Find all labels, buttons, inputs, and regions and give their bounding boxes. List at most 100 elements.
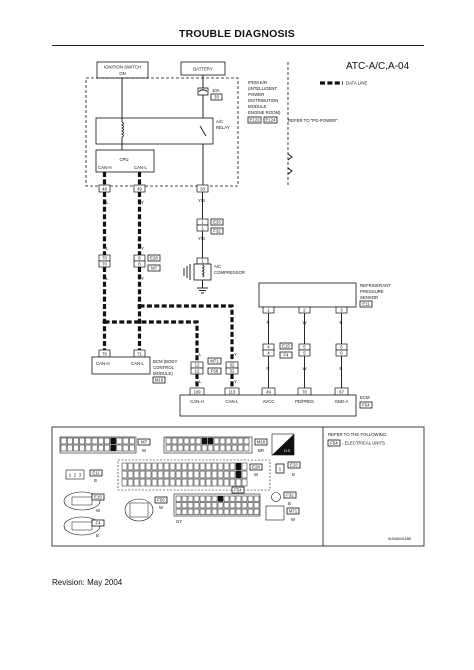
connector-cell bbox=[145, 478, 152, 487]
connector-e28-face: E28 W bbox=[117, 459, 271, 491]
svg-text:F54: F54 bbox=[362, 403, 370, 408]
figure-code: WJWA0411BE bbox=[388, 537, 412, 541]
connector-e15-face: E15 W bbox=[63, 491, 105, 513]
svg-text:70: 70 bbox=[302, 389, 307, 394]
svg-text:1: 1 bbox=[201, 226, 204, 231]
svg-text:10A: 10A bbox=[212, 88, 220, 93]
connector-cell bbox=[116, 437, 123, 445]
svg-text:F56: F56 bbox=[211, 369, 219, 374]
svg-text:70: 70 bbox=[102, 256, 107, 261]
svg-text:109: 109 bbox=[193, 389, 201, 394]
connector-f4-face: F4 B bbox=[63, 516, 105, 538]
svg-text:E33: E33 bbox=[290, 463, 298, 468]
connector-cell bbox=[241, 495, 248, 502]
svg-text:M18: M18 bbox=[257, 440, 266, 445]
compressor-label-2: COMPRESSOR bbox=[214, 270, 245, 275]
cpu-can-l: CAN-L bbox=[134, 165, 148, 170]
connector-cell bbox=[231, 437, 238, 445]
connector-cell bbox=[66, 444, 73, 452]
ipdm-terminal-33: 33 bbox=[196, 184, 209, 193]
ac-relay-box bbox=[95, 117, 214, 145]
svg-text:E124: E124 bbox=[265, 118, 276, 123]
connector-cell bbox=[193, 470, 200, 479]
bcm-terminal-71: 71 bbox=[133, 349, 146, 358]
connector-cell bbox=[243, 437, 250, 445]
svg-text:33: 33 bbox=[200, 186, 205, 191]
ecm-box bbox=[179, 394, 357, 417]
cpu-label: CPU bbox=[119, 157, 128, 162]
connector-cell bbox=[151, 470, 158, 479]
connector-cell bbox=[223, 462, 230, 471]
svg-text:E28: E28 bbox=[252, 465, 260, 470]
svg-text:E11: E11 bbox=[92, 471, 100, 476]
ignition-state: ON bbox=[119, 71, 125, 76]
connector-cell bbox=[193, 478, 200, 487]
connector-cell bbox=[219, 437, 226, 445]
connector-cell bbox=[205, 502, 212, 509]
battery-label: BATTERY bbox=[193, 67, 213, 72]
can-l-ecm-color: Y bbox=[234, 379, 237, 384]
can-l-color-3: Y bbox=[141, 276, 144, 281]
svg-text:3: 3 bbox=[79, 473, 82, 478]
connector-cell bbox=[60, 437, 67, 445]
ignition-label: IGNITION SWITCH bbox=[104, 65, 141, 70]
sensor-color-w: W bbox=[303, 320, 308, 325]
svg-text:49: 49 bbox=[137, 186, 142, 191]
svg-text:M7: M7 bbox=[141, 440, 148, 445]
svg-text:1: 1 bbox=[201, 220, 204, 225]
connector-cell bbox=[177, 437, 184, 445]
svg-text:F32: F32 bbox=[286, 493, 294, 498]
bcm-name: BCM (BODY CONTROL MODULE) M18 bbox=[152, 359, 177, 384]
connector-cell bbox=[205, 495, 212, 502]
sensor-name: REFRIGERANT PRESSURE SENSOR E11 bbox=[359, 283, 391, 308]
connector-cell bbox=[217, 495, 224, 502]
svg-text:12: 12 bbox=[195, 369, 200, 374]
svg-text:12: 12 bbox=[195, 363, 200, 368]
connector-cell bbox=[175, 462, 182, 471]
sensor-color-b: B bbox=[340, 320, 343, 325]
svg-text:W: W bbox=[142, 448, 147, 453]
hs-badge: H.S. bbox=[271, 433, 295, 456]
connector-cell bbox=[211, 470, 218, 479]
svg-text:CONTROL: CONTROL bbox=[153, 365, 175, 370]
ipdm-terminal-48: 48 bbox=[98, 184, 111, 193]
ipdm-cpu-box bbox=[95, 149, 155, 173]
svg-text:CAN-H: CAN-H bbox=[190, 399, 204, 404]
svg-text:F56: F56 bbox=[157, 498, 165, 503]
cpu-can-h: CAN-H bbox=[98, 165, 112, 170]
connector-cell bbox=[229, 495, 236, 502]
connector-cell bbox=[187, 462, 194, 471]
svg-text:E28: E28 bbox=[150, 256, 158, 261]
connector-cell bbox=[235, 462, 242, 471]
connector-cell bbox=[241, 462, 248, 471]
ecm-connector-tag: F54 bbox=[359, 401, 373, 409]
relay-label-2: RELAY bbox=[216, 125, 230, 130]
connector-cell bbox=[211, 462, 218, 471]
connector-cell bbox=[175, 502, 182, 509]
connector-cell bbox=[235, 508, 242, 515]
svg-text:1: 1 bbox=[201, 259, 204, 264]
connector-cell bbox=[97, 444, 104, 452]
connector-cell bbox=[121, 470, 128, 479]
connector-cell bbox=[205, 462, 212, 471]
svg-text:B: B bbox=[288, 501, 291, 506]
connector-f54-face: F54 GY bbox=[173, 486, 261, 524]
connector-cell bbox=[199, 502, 206, 509]
connector-cell bbox=[73, 437, 79, 445]
svg-text:W: W bbox=[291, 517, 296, 522]
svg-text:BCM (BODY: BCM (BODY bbox=[153, 359, 177, 364]
can-h-branch-color: L bbox=[199, 352, 202, 357]
connector-cell bbox=[213, 444, 220, 452]
connector-cell bbox=[116, 444, 123, 452]
connector-cell bbox=[97, 437, 104, 445]
connector-m71-f56: 12 32 12 32 M71 F56 bbox=[190, 357, 239, 375]
ecm-terminals: 109 113 49 70 67 bbox=[189, 387, 349, 396]
ipdm-box bbox=[85, 77, 239, 187]
connector-cell bbox=[201, 437, 208, 445]
svg-text:113: 113 bbox=[229, 389, 236, 394]
connector-cell bbox=[199, 478, 206, 487]
connector-cell bbox=[235, 502, 242, 509]
pressure-sensor-box bbox=[258, 282, 357, 308]
connector-cell bbox=[91, 444, 98, 452]
svg-text:6: 6 bbox=[340, 351, 343, 356]
